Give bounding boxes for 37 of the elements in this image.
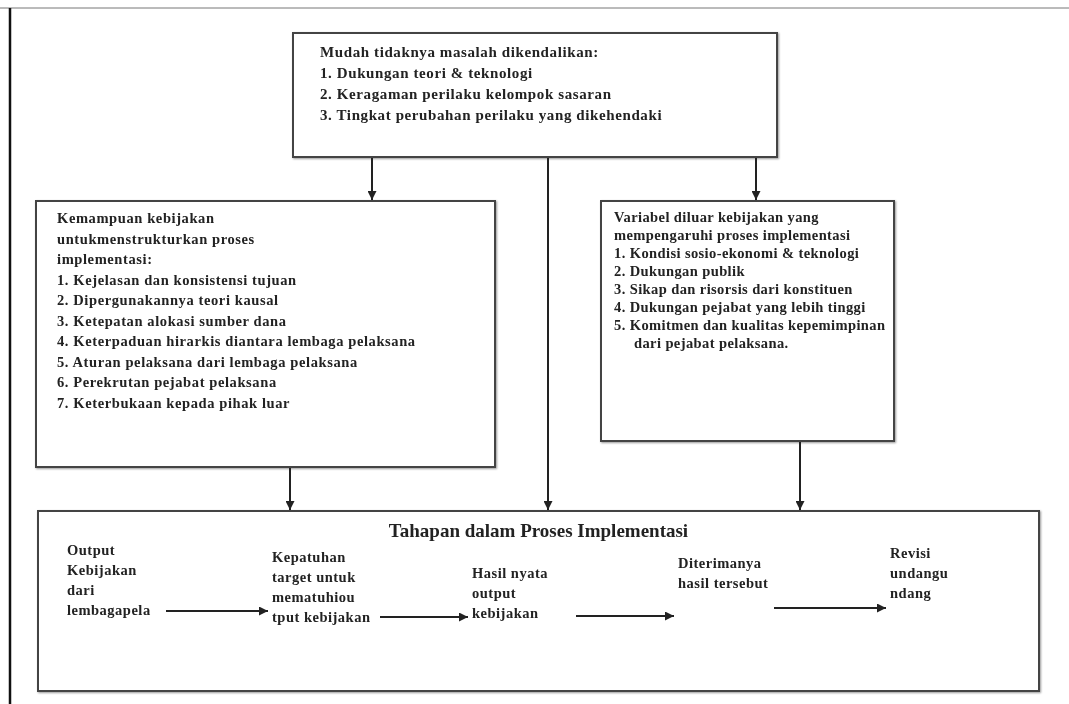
arrow bbox=[165, 606, 269, 616]
box-heading: Mudah tidaknya masalah dikendalikan: bbox=[320, 43, 600, 62]
arrow bbox=[795, 441, 805, 511]
list-item: 3. Tingkat perubahan perilaku yang dikehendaki bbox=[320, 106, 664, 125]
box-heading: Variabel diluar kebijakan yang mempengaruhi proses implementasi bbox=[614, 208, 852, 244]
step-label: Revisi undangu ndang bbox=[890, 544, 950, 603]
list-item: 4. Dukungan pejabat yang lebih tinggi bbox=[614, 298, 867, 316]
arrow bbox=[367, 157, 377, 201]
list-item: 3. Ketepatan alokasi sumber dana bbox=[57, 311, 288, 331]
list-item: 2. Dukungan publik bbox=[614, 262, 746, 280]
list-item: 1. Kondisi sosio-ekonomi & teknologi bbox=[614, 244, 861, 262]
list-item: 3. Sikap dan risorsis dari konstituen bbox=[614, 280, 854, 298]
arrow bbox=[543, 157, 553, 511]
box-heading: Kemampuan kebijakan untukmenstrukturkan proses implementasi: bbox=[57, 209, 256, 269]
arrow bbox=[575, 611, 675, 621]
arrow bbox=[773, 603, 887, 613]
step-label: Diterimanya hasil tersebut bbox=[678, 554, 770, 593]
process-box bbox=[37, 510, 1040, 692]
step-label: Output Kebijakan dari lembagapela bbox=[67, 541, 152, 620]
list-item: 1. Dukungan teori & teknologi bbox=[320, 64, 534, 83]
arrow bbox=[751, 157, 761, 201]
list-item: 4. Keterpaduan hirarkis diantara lembaga pelaksana bbox=[57, 332, 417, 351]
step-label: Kepatuhan target untuk mematuhiou tput kebijakan bbox=[272, 548, 372, 627]
list-item: 1. Kejelasan dan konsistensi tujuan bbox=[57, 270, 298, 290]
arrow bbox=[379, 612, 469, 622]
list-item: 2. Dipergunakannya teori kausal bbox=[57, 291, 280, 310]
list-item: 2. Keragaman perilaku kelompok sasaran bbox=[320, 85, 613, 104]
list-item: 7. Keterbukaan kepada pihak luar bbox=[57, 393, 292, 413]
list-item: 6. Perekrutan pejabat pelaksana bbox=[57, 373, 278, 392]
box-heading: Tahapan dalam Proses Implementasi bbox=[387, 522, 690, 540]
list-item: 5. Aturan pelaksana dari lembaga pelaksana bbox=[57, 352, 359, 372]
list-item: 5. Komitmen dan kualitas kepemimpinan dari pejabat pelaksana. bbox=[614, 316, 887, 352]
process-box bbox=[292, 32, 778, 158]
process-box bbox=[600, 200, 895, 442]
step-label: Hasil nyata output kebijakan bbox=[472, 564, 549, 623]
arrow bbox=[285, 467, 295, 511]
process-box bbox=[35, 200, 496, 468]
